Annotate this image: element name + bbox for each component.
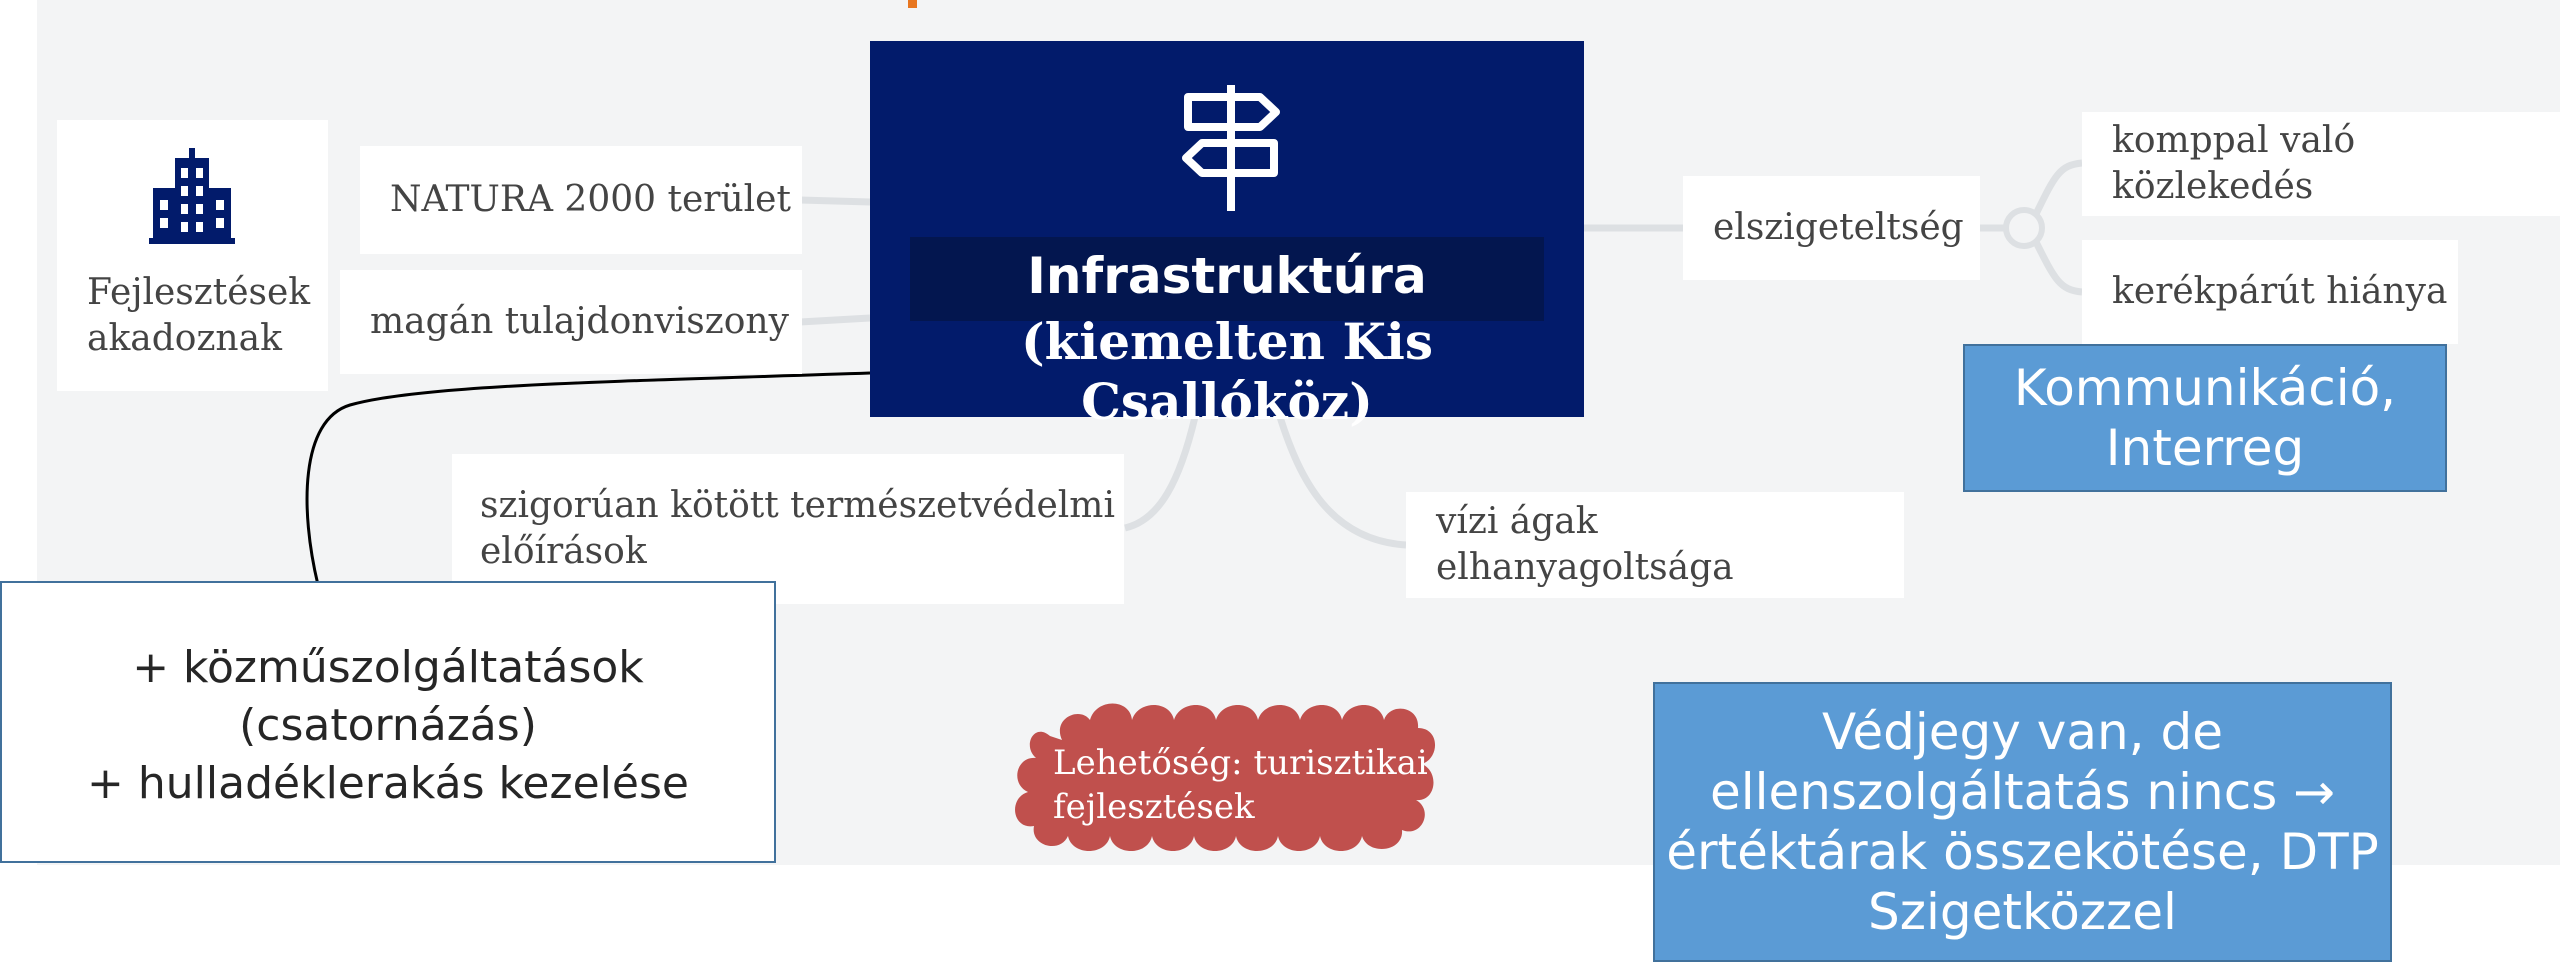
utilities-callout[interactable]: + közműszolgáltatások (csatornázás) + hu… bbox=[0, 581, 776, 863]
natura-node[interactable]: NATURA 2000 terület bbox=[360, 146, 802, 254]
ferry-node[interactable]: komppal való közlekedés bbox=[2082, 112, 2560, 216]
natura-label: NATURA 2000 terület bbox=[390, 179, 791, 220]
nature-protection-label: szigorúan kötött természetvédelmi előírá… bbox=[480, 485, 1115, 572]
isolation-label: elszigeteltség bbox=[1713, 207, 1964, 248]
opportunity-cloud-label: Lehetőség: turisztikai fejlesztések bbox=[1053, 743, 1428, 827]
developments-card[interactable]: Fejlesztések akadoznak bbox=[57, 120, 328, 391]
central-title-line1: Infrastruktúra bbox=[1027, 247, 1427, 305]
bikepath-label: kerékpárút hiánya bbox=[2112, 271, 2448, 312]
nature-protection-node[interactable]: szigorúan kötött természetvédelmi előírá… bbox=[452, 454, 1124, 604]
title-band bbox=[910, 237, 1544, 321]
ownership-node[interactable]: magán tulajdonviszony bbox=[340, 270, 802, 374]
isolation-node[interactable]: elszigeteltség bbox=[1683, 176, 1980, 280]
water-branches-label: vízi ágak elhanyagoltsága bbox=[1436, 501, 1734, 588]
signpost-icon bbox=[1182, 85, 1280, 211]
central-topic[interactable]: Infrastruktúra (kiemelten Kis Csallóköz) bbox=[870, 41, 1584, 431]
ownership-label: magán tulajdonviszony bbox=[370, 301, 789, 342]
building-icon bbox=[149, 148, 235, 244]
central-title-line2: (kiemelten Kis Csallóköz) bbox=[1020, 312, 1434, 431]
bikepath-node[interactable]: kerékpárút hiánya bbox=[2082, 240, 2458, 344]
cloud-shape bbox=[1015, 703, 1436, 851]
water-branches-node[interactable]: vízi ágak elhanyagoltsága bbox=[1406, 492, 1904, 598]
developments-label: Fejlesztések akadoznak bbox=[87, 272, 311, 359]
communication-callout[interactable]: Kommunikáció, Interreg bbox=[1963, 344, 2447, 492]
orange-marker bbox=[908, 0, 917, 8]
trademark-callout[interactable]: Védjegy van, de ellenszolgáltatás nincs … bbox=[1653, 682, 2392, 962]
ferry-label: komppal való közlekedés bbox=[2112, 120, 2356, 207]
